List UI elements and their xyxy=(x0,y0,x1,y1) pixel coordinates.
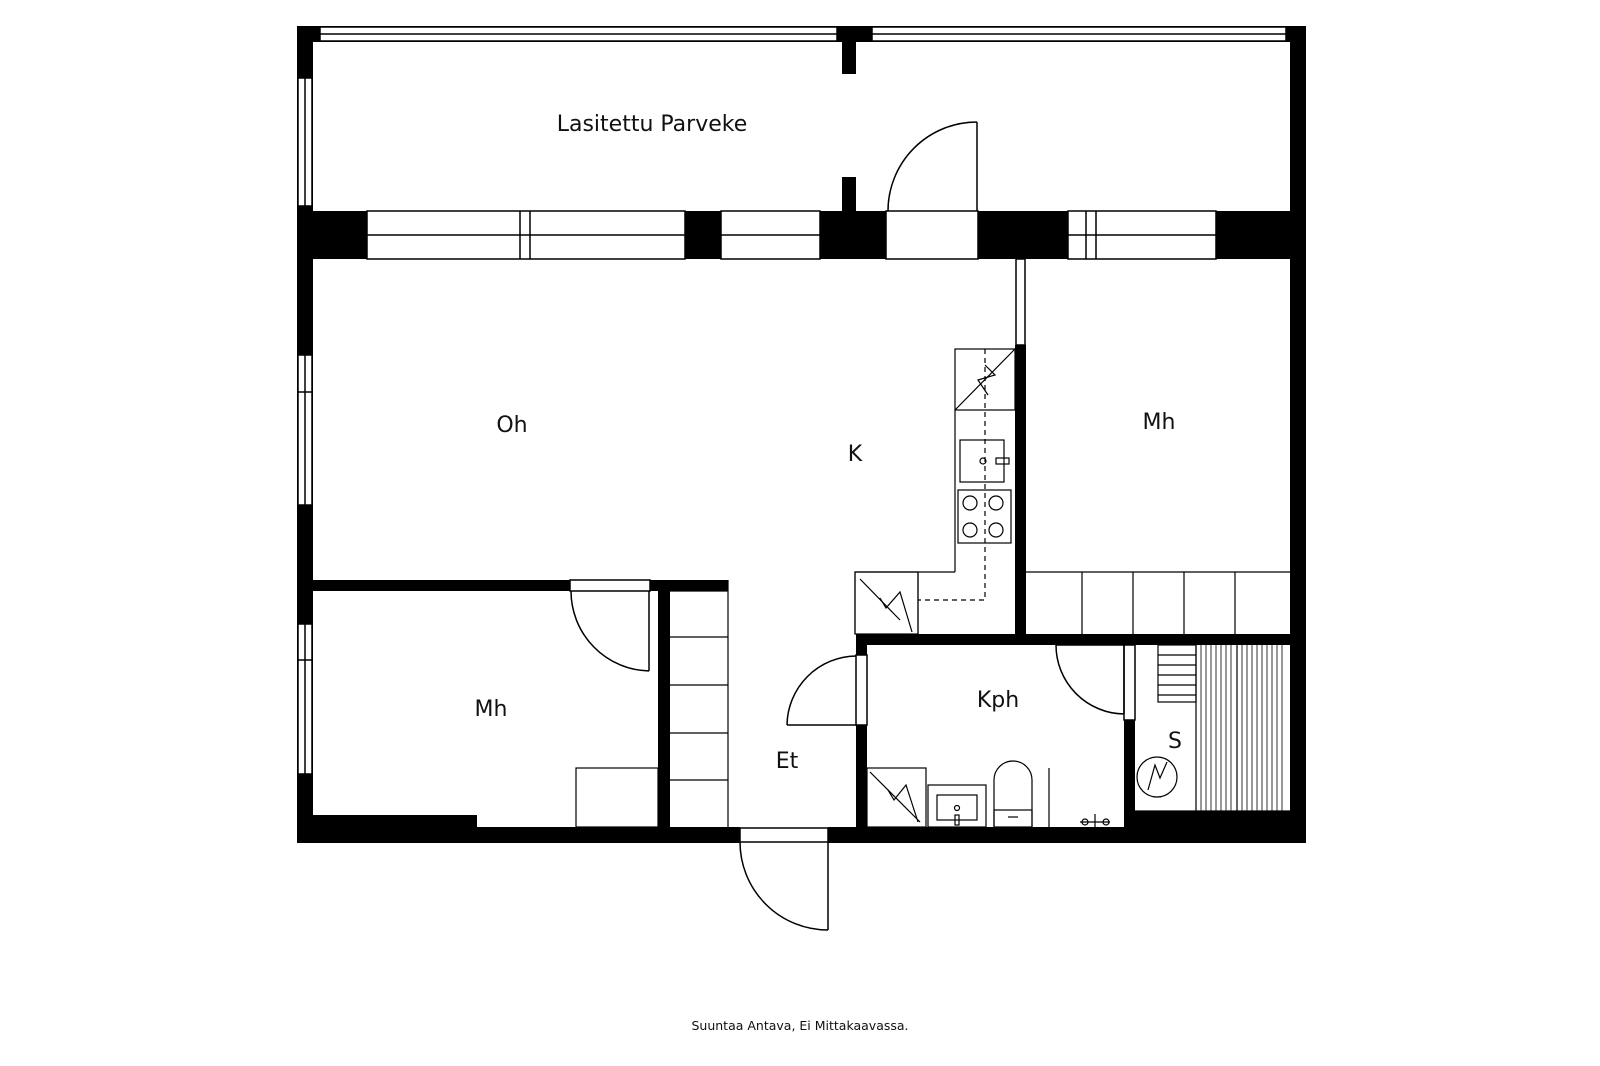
room-label-kitchen: K xyxy=(848,442,863,467)
room-label-bedroom-left: Mh xyxy=(475,697,508,722)
room-label-living-room: Oh xyxy=(496,413,527,438)
windows xyxy=(297,26,1287,775)
room-label-balcony: Lasitettu Parveke xyxy=(557,112,748,137)
walls xyxy=(297,26,1306,843)
room-label-hall: Et xyxy=(776,749,799,774)
room-label-bathroom: Kph xyxy=(977,688,1019,713)
doors xyxy=(569,121,1136,931)
room-label-sauna: S xyxy=(1168,729,1182,754)
sauna-bench-slats xyxy=(1200,645,1283,811)
fixtures xyxy=(575,348,1290,828)
room-label-bedroom-right: Mh xyxy=(1143,410,1176,435)
footer-note: Suuntaa Antava, Ei Mittakaavassa. xyxy=(691,1018,909,1033)
